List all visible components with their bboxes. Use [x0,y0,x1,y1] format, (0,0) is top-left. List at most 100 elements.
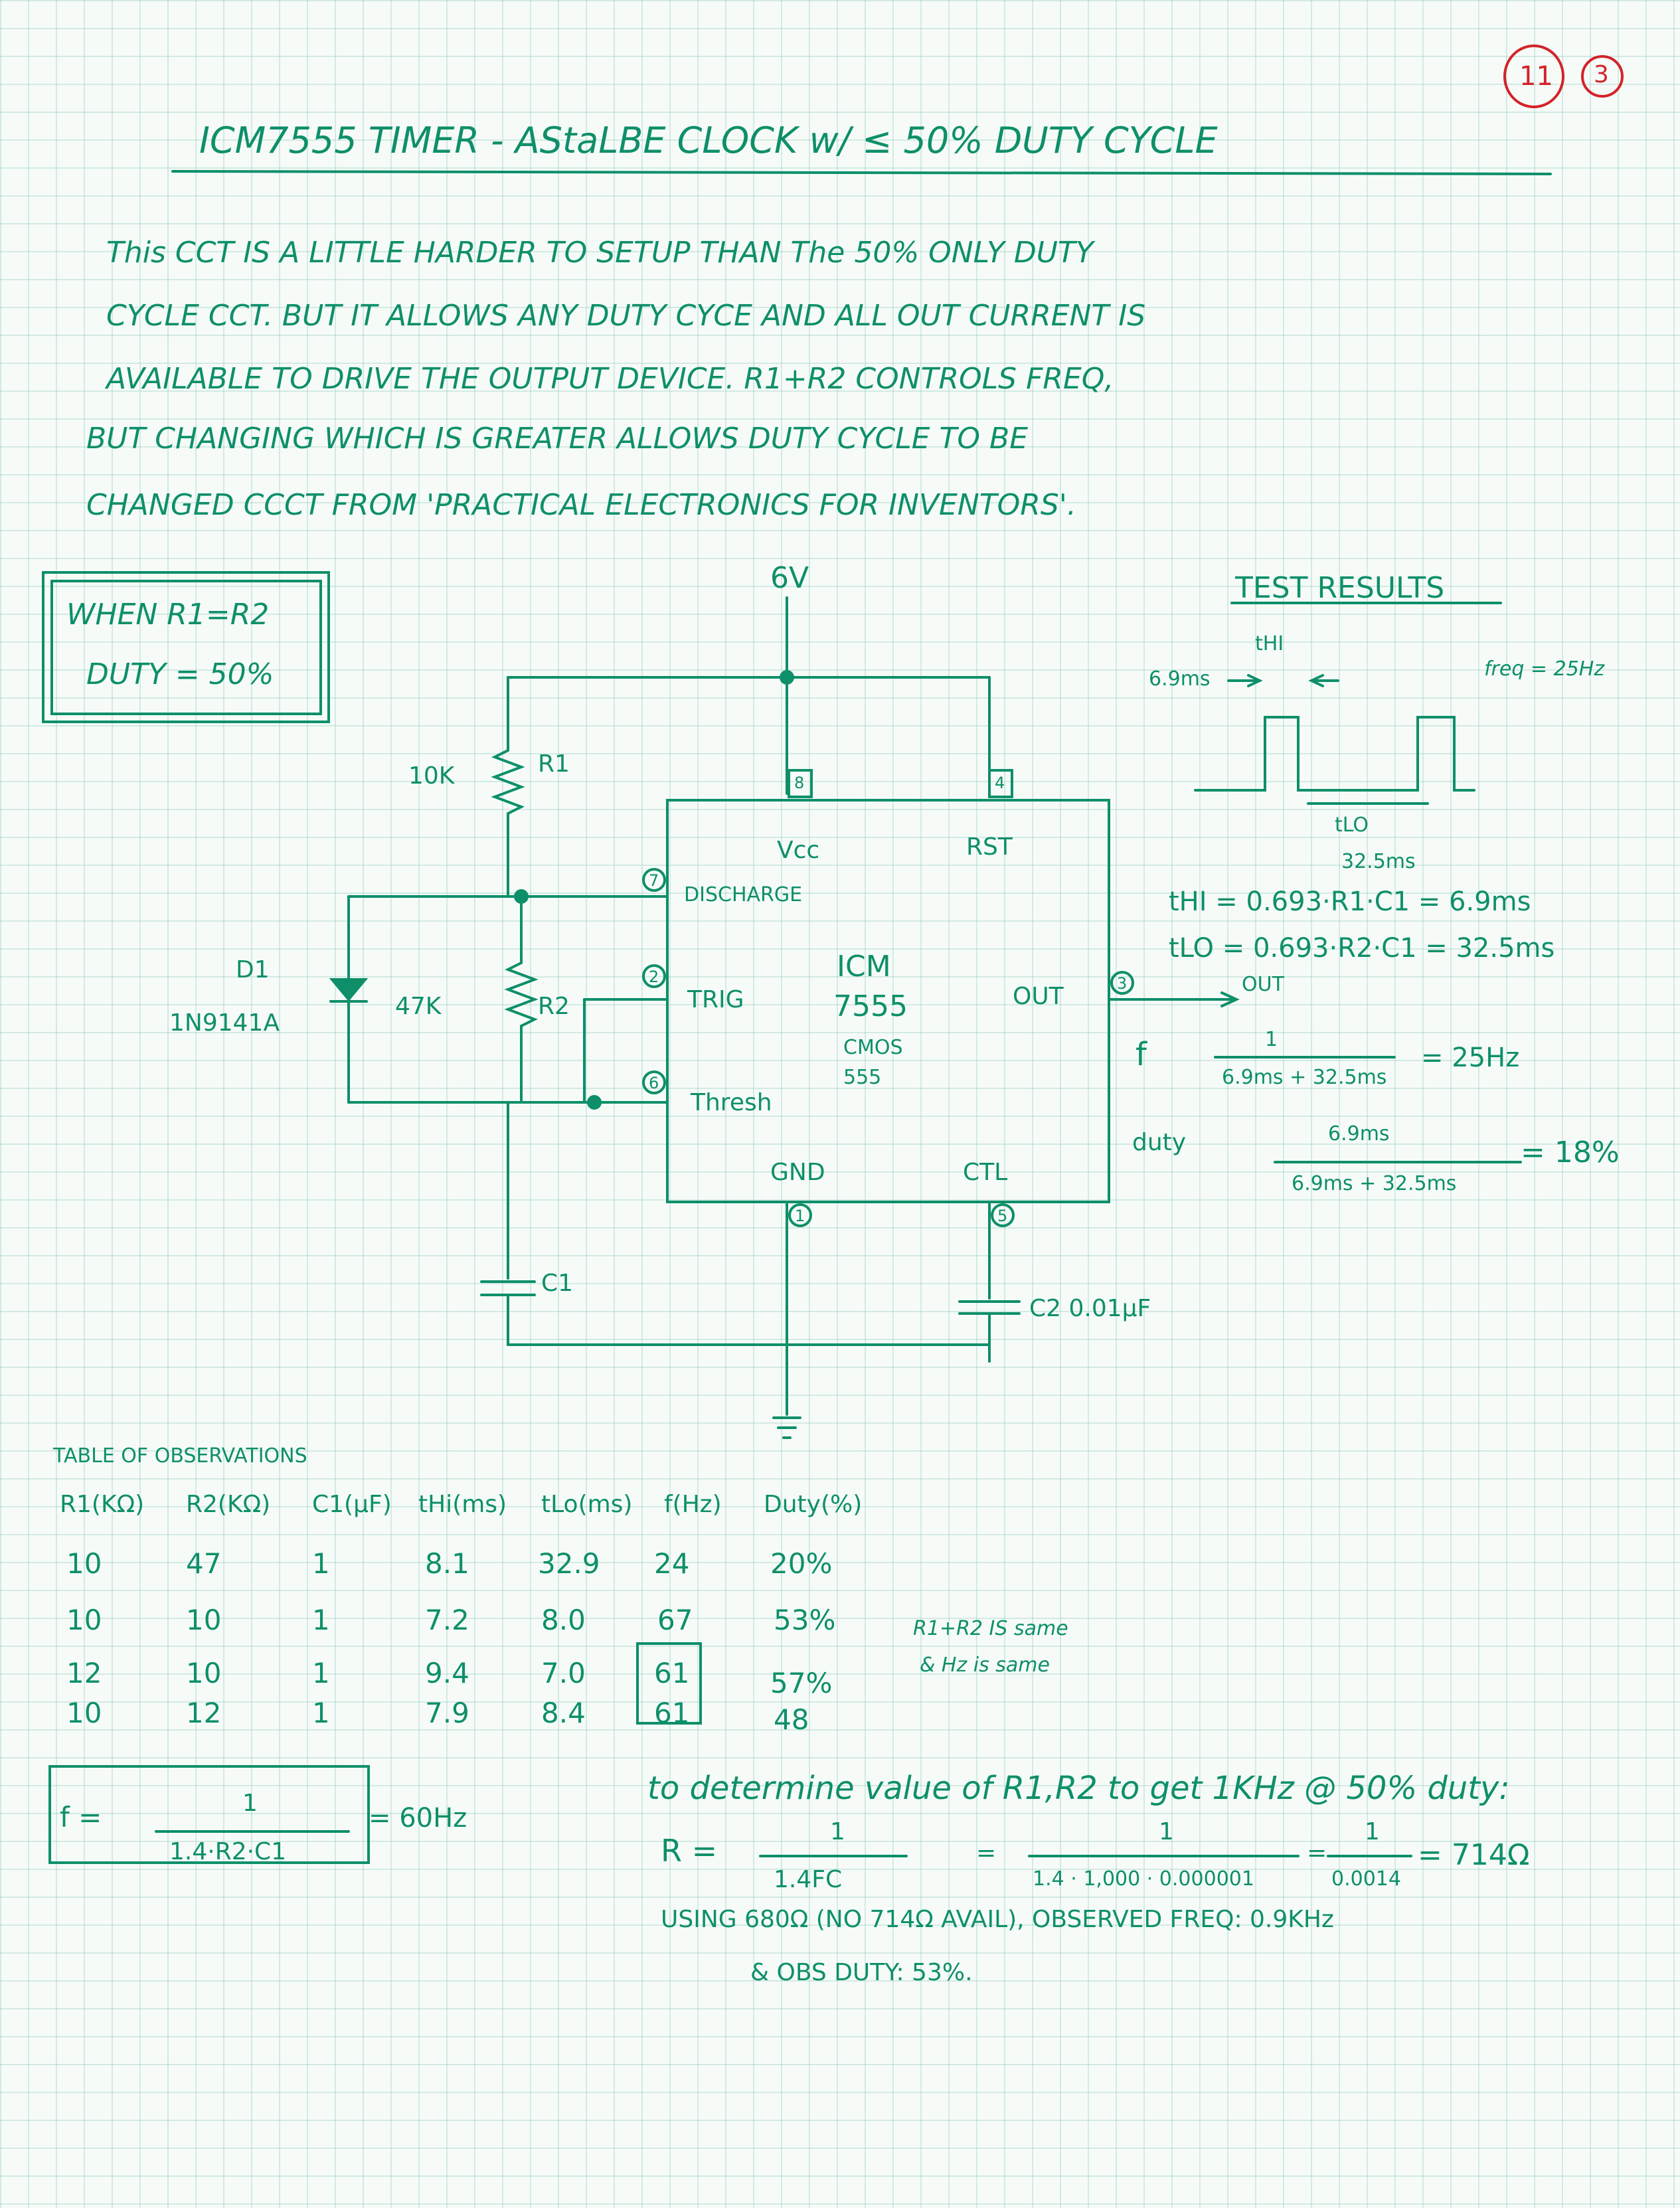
pin-ctl-number: 5 [997,1207,1008,1225]
table-cell: 57% [770,1667,833,1699]
pin-dis-label: DISCHARGE [684,883,803,906]
table-cell: 47 [186,1547,222,1580]
duty-label: duty [1132,1129,1187,1156]
table-cell: 67 [657,1604,693,1636]
r2-value: 47K [395,993,442,1020]
table-cell: 8.0 [541,1604,586,1636]
table-cell: 1 [312,1604,330,1636]
table-cell: 24 [654,1547,690,1580]
table-cell: 7.2 [425,1604,469,1636]
out-arrow-label: OUT [1242,973,1284,996]
table-cell: 1 [312,1697,330,1729]
intro-line-3: AVAILABLE TO DRIVE THE OUTPUT DEVICE. R1… [106,362,1114,396]
chip-type: CMOS [843,1036,903,1059]
pin-thresh-number: 6 [649,1074,659,1092]
table-header-tlo: tLo(ms) [541,1491,633,1518]
pin-trig-number: 2 [649,968,659,986]
note-box-line-2: DUTY = 50% [86,657,274,691]
determine-using: USING 680Ω (NO 714Ω AVAIL), OBSERVED FRE… [661,1906,1334,1933]
pin8-box [788,769,813,798]
diode-part: 1N9141A [169,1009,280,1037]
table-header-f: f(Hz) [664,1491,722,1518]
table-cell: 7.9 [425,1697,469,1729]
table-cell: 48 [774,1703,809,1736]
pin-dis-number: 7 [649,871,659,890]
determine-num-2: 1 [1159,1818,1174,1845]
table-cell: 10 [186,1604,222,1636]
chip-name: ICM [837,950,891,983]
formula-result: = 60Hz [369,1803,467,1833]
formula-box [48,1765,370,1864]
pin-vcc-label: Vcc [777,837,820,864]
waveform [1194,716,1475,792]
thi-value: 6.9ms [1149,667,1211,691]
intro-line-2: CYCLE CCT. BUT IT ALLOWS ANY DUTY CYCE A… [106,299,1146,333]
note-box-line-1: WHEN R1=R2 [66,598,270,632]
determine-num-1: 1 [830,1818,845,1845]
supply-label: 6V [770,561,809,595]
determine-den-1: 1.4FC [774,1866,843,1893]
table-cell: 61 [654,1657,690,1689]
table-header-duty: Duty(%) [764,1491,863,1518]
table-cell: 32.9 [538,1547,600,1580]
table-cell: 7.0 [541,1657,586,1689]
intro-line-1: This CCT IS A LITTLE HARDER TO SETUP THA… [106,236,1094,270]
r2-resistor [504,962,539,1104]
eq-tlo: tLO = 0.693·R2·C1 = 32.5ms [1169,933,1555,964]
pin-vcc-number: 8 [794,774,805,792]
table-title: TABLE OF OBSERVATIONS [53,1444,307,1468]
determine-den-3: 0.0014 [1331,1867,1401,1891]
intro-line-5: CHANGED CCCT FROM 'PRACTICAL ELECTRONICS… [86,488,1076,522]
r1-name: R1 [538,750,570,778]
pin-ctl-label: CTL [963,1159,1008,1186]
table-cell: 61 [654,1697,690,1729]
chip-family: 555 [843,1066,882,1089]
corner-mark: 3 [1594,61,1609,88]
c1-name: C1 [541,1270,574,1297]
f-label: f [1135,1036,1147,1073]
table-cell: 10 [66,1604,102,1636]
table-cell: 53% [774,1604,836,1636]
table-cell: 12 [66,1657,102,1689]
determine-duty: & OBS DUTY: 53%. [750,1959,973,1986]
formula-numerator: 1 [242,1790,258,1817]
r2-name: R2 [538,993,570,1020]
r1-resistor [491,742,525,898]
determine-num-3: 1 [1365,1818,1380,1845]
eq-thi: tHI = 0.693·R1·C1 = 6.9ms [1169,887,1531,917]
pin-gnd-label: GND [770,1159,825,1186]
corner-mark-circle [1581,55,1624,98]
thi-label: tHI [1255,632,1284,655]
intro-line-4: BUT CHANGING WHICH IS GREATER ALLOWS DUT… [86,422,1028,456]
pin-rst-label: RST [966,833,1013,861]
chip-part: 7555 [833,989,908,1023]
determine-r-lhs: R = [661,1833,718,1869]
pin-thresh-label: Thresh [691,1089,772,1116]
ic-body [666,799,1110,1203]
table-cell: 1 [312,1657,330,1689]
formula-lhs: f = [60,1801,102,1833]
diode-name: D1 [236,956,270,983]
table-cell: 8.4 [541,1697,586,1729]
pin-trig-label: TRIG [687,986,744,1013]
table-cell: 9.4 [425,1657,469,1689]
table-header-thi: tHi(ms) [418,1491,507,1518]
c2-label: C2 0.01μF [1029,1295,1151,1322]
table-cell: 8.1 [425,1547,469,1580]
pin4-box [988,769,1013,798]
f-result: = 25Hz [1421,1043,1520,1073]
f-denominator: 6.9ms + 32.5ms [1222,1066,1387,1089]
tlo-label: tLO [1335,813,1369,837]
table-note-line-2: & Hz is same [920,1654,1050,1677]
table-header-r1: R1(KΩ) [60,1491,145,1518]
test-results-heading: TEST RESULTS [1235,571,1445,605]
table-cell: 10 [66,1547,102,1580]
duty-result: = 18% [1521,1136,1620,1169]
table-note-line-1: R1+R2 IS same [913,1617,1068,1640]
table-cell: 12 [186,1697,222,1729]
table-cell: 1 [312,1547,330,1580]
determine-den-2: 1.4 · 1,000 · 0.000001 [1033,1867,1254,1891]
freq-note: freq = 25Hz [1484,657,1605,681]
table-cell: 20% [770,1547,833,1580]
